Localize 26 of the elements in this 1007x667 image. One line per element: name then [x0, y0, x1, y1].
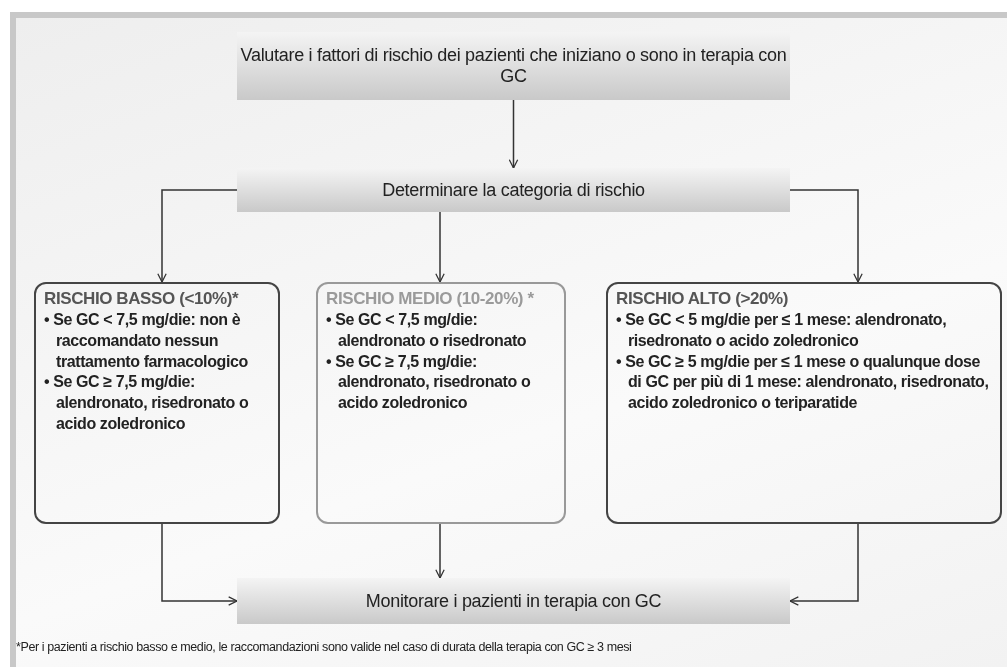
process-box: [237, 32, 790, 100]
recommendation-text: • Se GC < 5 mg/die per ≤ 1 mese: alendronato, risedronato o acido zoledronico: [616, 310, 948, 351]
category-heading: RISCHIO ALTO (>20%): [616, 288, 790, 310]
box-text: Valutare i fattori di rischio dei pazienti che iniziano o sono in terapia con GC: [239, 45, 788, 87]
recommendation-text: • Se GC ≥ 7,5 mg/die: alendronato, risedronato o acido zoledronico: [44, 372, 250, 435]
box-text: Determinare la categoria di rischio: [382, 179, 645, 201]
arrow: [161, 523, 238, 606]
arrow: [435, 211, 445, 283]
arrow: [435, 523, 445, 579]
arrow: [508, 99, 519, 169]
recommendation-text: • Se GC < 7,5 mg/die: non è raccomandato nessun trattamento farmacologico: [44, 310, 249, 372]
footnote: *Per i pazienti a rischio basso e medio, le raccomandazioni sono valide nel caso di durata della terapia con GC ≥ 3 mesi: [16, 640, 632, 654]
process-box: [237, 578, 790, 624]
arrow: [789, 189, 863, 283]
recommendation-text: • Se GC ≥ 5 mg/die per ≤ 1 mese o qualunque dose di GC per più di 1 mese: alendronato, risedronato, acido zoledronico o teriparatide: [616, 351, 990, 414]
box-text: Monitorare i pazienti in terapia con GC: [365, 590, 662, 612]
category-heading: RISCHIO BASSO (<10%)*: [44, 288, 240, 310]
arrow: [789, 523, 859, 606]
category-heading: RISCHIO MEDIO (10-20%) *: [326, 288, 535, 310]
process-box: [237, 168, 790, 212]
arrow: [157, 189, 238, 283]
risk-category-box: [316, 282, 566, 524]
risk-category-box: [34, 282, 280, 524]
recommendation-text: • Se GC ≥ 7,5 mg/die: alendronato, risedronato o acido zoledronico: [326, 351, 532, 414]
risk-category-box: [606, 282, 1002, 524]
recommendation-text: • Se GC < 7,5 mg/die: alendronato o risedronato: [326, 310, 528, 351]
